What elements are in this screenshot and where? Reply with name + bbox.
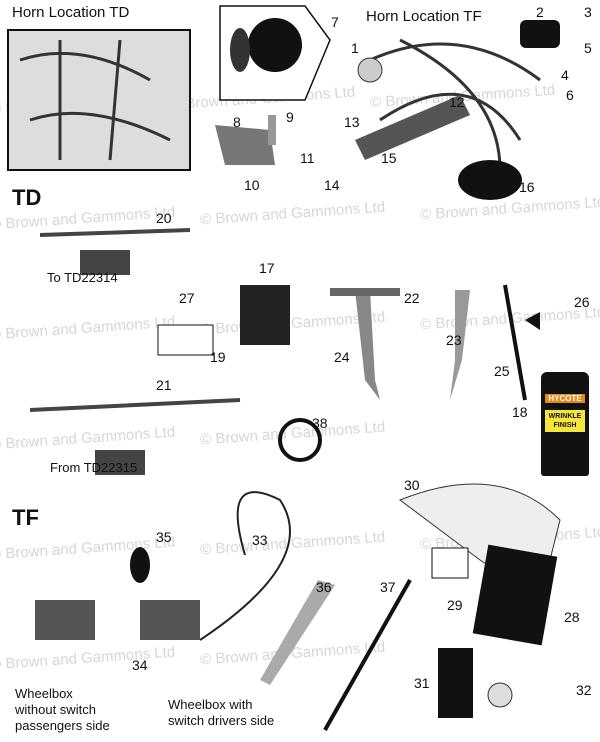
part-number: 2 (536, 4, 544, 20)
part-number: 9 (286, 109, 294, 125)
part-number: 6 (566, 87, 574, 103)
part-number: 20 (156, 210, 172, 226)
part-number: 25 (494, 363, 510, 379)
part-36 (260, 580, 335, 685)
part-number: 27 (179, 290, 195, 306)
part-number: 1 (351, 40, 359, 56)
part-16 (458, 160, 522, 200)
part-19 (157, 324, 214, 356)
part-21 (95, 450, 145, 475)
part-8 (215, 125, 275, 165)
part-28 (472, 544, 558, 646)
part-number: 19 (210, 349, 226, 365)
part-number: 14 (324, 177, 340, 193)
part-number: 28 (564, 609, 580, 625)
part-37 (323, 579, 412, 731)
part-number: 24 (334, 349, 350, 365)
caption-wheelbox-with: Wheelbox with switch drivers side (168, 697, 274, 729)
paint-can-18: HYCOTE WRINKLE FINISH (541, 372, 589, 476)
part-number: 35 (156, 529, 172, 545)
part-number: 31 (414, 675, 430, 691)
part-9 (268, 115, 276, 145)
part-number: 34 (132, 657, 148, 673)
part-1 (357, 57, 383, 83)
part-38 (278, 418, 322, 462)
part-12 (355, 95, 470, 160)
part-number: 16 (519, 179, 535, 195)
part-number: 29 (447, 597, 463, 613)
part-17 (240, 285, 290, 345)
part-26 (525, 312, 540, 330)
caption-line: without switch (15, 702, 96, 717)
part-number: 30 (404, 477, 420, 493)
horn-location-tf-title: Horn Location TF (366, 8, 482, 25)
part-number: 33 (252, 532, 268, 548)
part-number: 18 (512, 404, 528, 420)
part-33 (199, 491, 291, 641)
caption-line: Wheelbox with (168, 697, 253, 712)
part-number: 10 (244, 177, 260, 193)
part-24 (355, 290, 380, 400)
part-number: 5 (584, 40, 592, 56)
part-number: 26 (574, 294, 590, 310)
caption-from-td: From TD22315 (50, 460, 138, 475)
part-number: 3 (584, 4, 592, 20)
part-22 (330, 288, 400, 296)
can-product-line2: FINISH (553, 422, 577, 429)
part-29 (431, 547, 469, 579)
part-number: 13 (344, 114, 360, 130)
part-number: 21 (156, 377, 172, 393)
caption-line: Wheelbox (15, 686, 73, 701)
part-number: 8 (233, 114, 241, 130)
section-tf: TF (12, 505, 39, 530)
section-td: TD (12, 185, 42, 210)
part-23 (450, 290, 470, 400)
horn-td-photo (7, 29, 191, 171)
part-number: 11 (300, 150, 315, 166)
part-number: 37 (380, 579, 396, 595)
part-number: 7 (331, 14, 339, 30)
part-25 (503, 284, 527, 401)
part-number: 36 (316, 579, 332, 595)
can-brand: HYCOTE (545, 394, 585, 403)
caption-to-td: To TD22314 (47, 270, 118, 285)
caption-line: switch drivers side (168, 713, 275, 728)
part-32 (487, 682, 513, 708)
horn-7 (248, 18, 302, 72)
can-product-line1: WRINKLE (548, 413, 582, 420)
part-number: 32 (576, 682, 592, 698)
part-number: 23 (446, 332, 462, 348)
caption-line: passengers side (15, 718, 110, 733)
part-31 (438, 648, 473, 718)
part-35 (130, 547, 150, 583)
part-number: 38 (312, 415, 328, 431)
part-2 (520, 20, 560, 48)
part-34a (35, 600, 95, 640)
part-number: 12 (449, 94, 465, 110)
part-34b (140, 600, 200, 640)
part-number: 15 (381, 150, 397, 166)
part-20 (80, 250, 130, 275)
caption-wheelbox-without: Wheelbox without switch passengers side (15, 686, 110, 734)
part-number: 22 (404, 290, 420, 306)
part-number: 4 (561, 67, 569, 83)
can-product: WRINKLE FINISH (545, 410, 585, 432)
horn-location-td-title: Horn Location TD (12, 4, 130, 21)
part-number: 17 (259, 260, 275, 276)
